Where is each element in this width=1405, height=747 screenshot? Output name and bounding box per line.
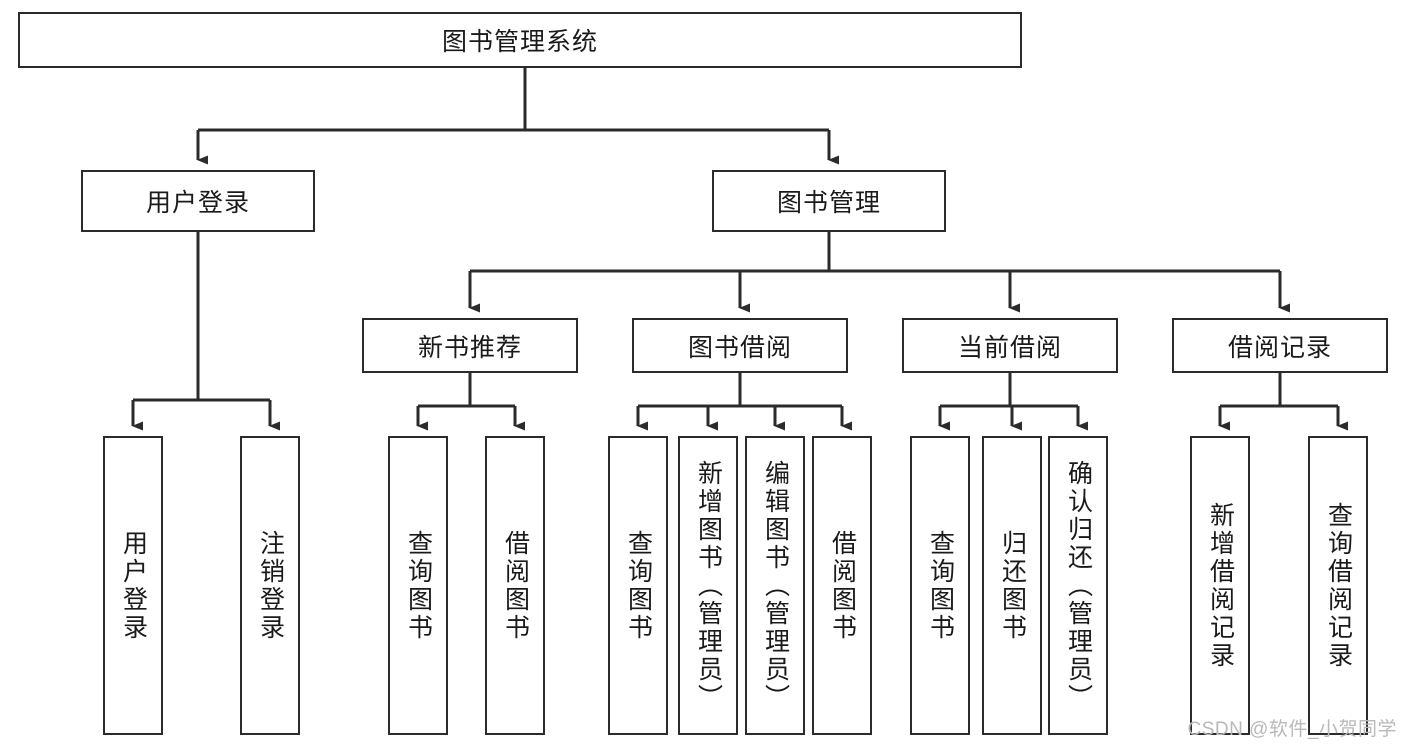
node-root[interactable]: 图书管理系统 xyxy=(18,12,1022,68)
node-level2-new-book-recommend[interactable]: 新书推荐 xyxy=(362,318,578,373)
node-level1-book-management[interactable]: 图书管理 xyxy=(712,170,946,232)
leaf-node[interactable]: 归还图书 xyxy=(982,436,1042,735)
node-level1-user-login[interactable]: 用户登录 xyxy=(81,170,315,232)
leaf-node[interactable]: 新增图书（管理员） xyxy=(678,436,738,735)
leaf-node[interactable]: 新增借阅记录 xyxy=(1190,436,1250,735)
leaf-node[interactable]: 用户登录 xyxy=(103,436,163,735)
leaf-node[interactable]: 查询图书 xyxy=(388,436,448,735)
node-level2-book-borrow[interactable]: 图书借阅 xyxy=(632,318,848,373)
node-level2-current-borrow[interactable]: 当前借阅 xyxy=(902,318,1118,373)
leaf-node[interactable]: 确认归还（管理员） xyxy=(1048,436,1108,735)
leaf-node[interactable]: 查询借阅记录 xyxy=(1308,436,1368,735)
leaf-node[interactable]: 查询图书 xyxy=(910,436,970,735)
leaf-node[interactable]: 注销登录 xyxy=(240,436,300,735)
leaf-node[interactable]: 编辑图书（管理员） xyxy=(745,436,805,735)
watermark-text: CSDN @软件_小贺同学 xyxy=(1187,719,1397,740)
leaf-node[interactable]: 查询图书 xyxy=(608,436,668,735)
leaf-node[interactable]: 借阅图书 xyxy=(812,436,872,735)
node-level2-borrow-record[interactable]: 借阅记录 xyxy=(1172,318,1388,373)
leaf-node[interactable]: 借阅图书 xyxy=(485,436,545,735)
